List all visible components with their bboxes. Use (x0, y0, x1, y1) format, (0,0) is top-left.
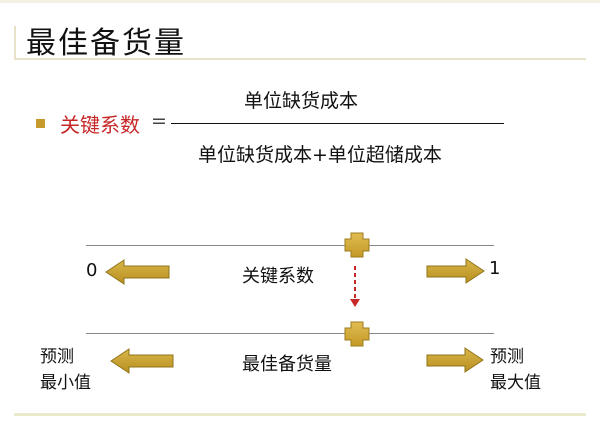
formula-numerator: 单位缺货成本 (244, 90, 359, 112)
critical-ratio-label: 关键系数 (242, 266, 314, 287)
forecast-min-label-line2: 最小值 (40, 373, 91, 393)
cross-marker-icon (344, 321, 370, 347)
scale-max-value: 1 (489, 258, 501, 279)
slide-top-border (0, 0, 600, 3)
right-arrow-icon (426, 258, 485, 284)
formula-label: 关键系数 (60, 113, 140, 137)
slide-title: 最佳备货量 (26, 26, 186, 61)
fraction-line (171, 123, 504, 124)
left-arrow-icon (105, 259, 170, 285)
scale-min-value: 0 (86, 260, 98, 281)
title-underline (14, 58, 586, 60)
formula-equals-sign: = (151, 110, 167, 132)
forecast-max-label-line2: 最大值 (490, 373, 541, 393)
forecast-min-label: 预测 最小值 (40, 344, 91, 396)
optimal-stock-scale-line (86, 333, 494, 334)
right-arrow-icon (426, 347, 484, 373)
left-arrow-icon (110, 348, 174, 374)
formula-denominator: 单位缺货成本+单位超储成本 (198, 144, 442, 166)
optimal-stock-label: 最佳备货量 (242, 354, 332, 375)
cross-marker-icon (344, 232, 370, 258)
square-bullet-icon (36, 119, 45, 128)
forecast-min-label-line1: 预测 (40, 347, 74, 367)
slide-bottom-border (14, 413, 586, 416)
critical-ratio-scale-line (86, 245, 494, 246)
title-accent-bar (14, 26, 16, 58)
dashed-down-arrow-icon (350, 266, 360, 307)
forecast-max-label: 预测 最大值 (490, 344, 541, 396)
forecast-max-label-line1: 预测 (490, 347, 524, 367)
